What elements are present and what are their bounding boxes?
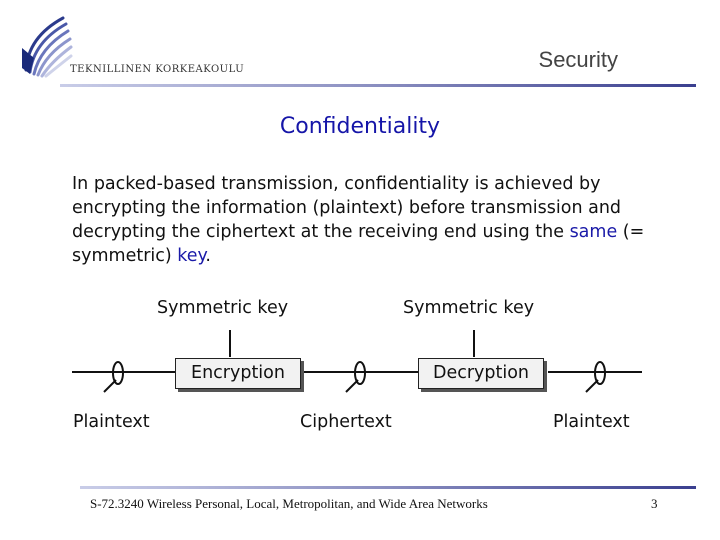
symmetric-key-label-right: Symmetric key — [403, 298, 535, 318]
header-divider — [60, 84, 696, 87]
body-paragraph: In packed-based transmission, confidenti… — [72, 172, 682, 268]
packet-icon-1 — [103, 361, 124, 393]
plaintext-label-right: Plaintext — [553, 412, 630, 432]
ciphertext-label: Ciphertext — [300, 412, 392, 432]
decryption-box: Decryption — [418, 358, 544, 389]
page-number: 3 — [651, 496, 658, 511]
header-title: Security — [538, 47, 618, 72]
footer-divider — [80, 486, 696, 489]
body-text-end: . — [205, 246, 211, 266]
symmetric-key-label-left: Symmetric key — [157, 298, 289, 318]
body-text-same: same — [569, 222, 618, 242]
footer-course: S-72.3240 Wireless Personal, Local, Metr… — [90, 496, 488, 511]
logo-text: TEKNILLINEN KORKEAKOULU — [70, 64, 245, 75]
encryption-box: Encryption — [175, 358, 301, 389]
university-logo-icon — [22, 16, 73, 78]
body-text-part2: (= symmetric) — [72, 222, 645, 266]
packet-icon-2 — [345, 361, 366, 393]
body-text-key: key — [177, 246, 206, 266]
body-text-part1: In packed-based transmission, confidenti… — [72, 174, 622, 242]
encryption-diagram — [72, 330, 642, 393]
slide-title: Confidentiality — [279, 114, 441, 139]
packet-icon-3 — [585, 361, 606, 393]
plaintext-label-left: Plaintext — [73, 412, 150, 432]
